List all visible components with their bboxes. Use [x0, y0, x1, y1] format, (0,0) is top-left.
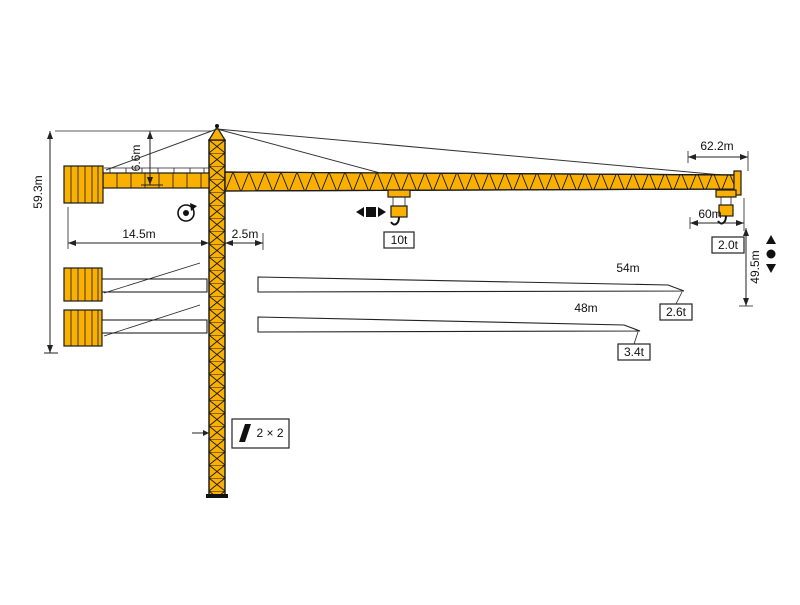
slewing-arrowhead: [190, 203, 197, 211]
counterweight-top: [63, 165, 104, 204]
dimension-min-radius: 2.5m: [225, 227, 264, 250]
arrowhead-bottom: [47, 345, 53, 353]
capacity-tip-60: 2.0t: [711, 236, 745, 254]
capacity-tip-54-label: 2.6t: [666, 305, 687, 319]
trolley-mid-frame: [387, 189, 411, 198]
hoist-up-arrow: [766, 235, 776, 244]
capacity-tip-48-label: 3.4t: [624, 345, 645, 359]
reeving-label: 2 × 2: [256, 426, 283, 440]
tower-base: [206, 494, 228, 498]
counterweight-block-b: [63, 309, 103, 347]
ballast-row-b: [63, 304, 208, 347]
tie-line-b: [103, 304, 201, 337]
trolley-mid: [387, 189, 411, 226]
counterweight-block-a: [63, 267, 103, 302]
railing-posts: [109, 168, 205, 173]
arrowhead-right: [740, 154, 748, 160]
counterjib: [102, 167, 210, 189]
slewing-center-dot: [183, 210, 189, 216]
tower-mast-lattice: [209, 140, 225, 497]
jib-48-bar: [257, 316, 641, 333]
hoist-icon: [766, 235, 776, 273]
slewing-icon: [177, 203, 197, 222]
reeving-box: [231, 418, 290, 449]
arrowhead-left: [690, 220, 698, 226]
hook-height-label: 49.5m: [748, 250, 762, 283]
dimension-max-jib: 62.2m: [687, 139, 749, 171]
dimension-counterjib: 14.5m: [67, 207, 209, 249]
jib-length-60-label: 60m: [698, 207, 721, 221]
counterweight-slabs-a: [70, 268, 99, 301]
pendant-lines: [105, 128, 734, 178]
dimension-hook-height: 49.5m: [739, 228, 762, 307]
arrowhead-bottom: [743, 298, 749, 306]
hoist-down-arrow: [766, 264, 776, 273]
tower-apex: [207, 125, 227, 141]
counterjib-bar-a: [101, 278, 208, 293]
trolley-right-arrow: [378, 207, 386, 217]
arrowhead-right: [736, 220, 744, 226]
counterweight-slabs-b: [70, 310, 99, 346]
ballast-row-a: [63, 262, 208, 302]
hook-mid: [390, 216, 400, 226]
capacity-max-label: 10t: [391, 233, 408, 247]
rope-reeving-icon: [239, 424, 251, 442]
capacity-box: [659, 303, 693, 321]
leader-line: [633, 331, 639, 345]
arrowhead-right: [201, 240, 209, 246]
pointer-arrowhead: [203, 430, 209, 436]
capacity-box: [711, 236, 745, 254]
counterjib-bar-b: [101, 319, 208, 334]
capacity-box: [383, 231, 415, 249]
hook-block-mid: [390, 205, 408, 218]
counterjib-lattice: [116, 173, 202, 188]
capacity-max: 10t: [383, 231, 415, 249]
hoist-ropes-mid: [392, 197, 406, 206]
crane-body: [63, 124, 742, 498]
jib-lattice: [225, 172, 740, 191]
hoist-dot: [766, 249, 776, 259]
apex-point: [215, 124, 219, 128]
jib-54-bar: [257, 276, 685, 293]
max-jib-length-label: 62.2m: [700, 139, 733, 153]
jib-tip-section: [733, 170, 742, 196]
arrowhead-left: [688, 154, 696, 160]
capacity-tip-60-label: 2.0t: [718, 238, 739, 252]
trolley-left-arrow: [356, 207, 364, 217]
leader-line: [675, 291, 683, 305]
dimension-head-height: 6.6m: [129, 131, 163, 186]
counterjib-length-label: 14.5m: [122, 227, 155, 241]
total-height-label: 59.3m: [31, 175, 45, 208]
dimension-jib-60: 60m: [689, 198, 745, 231]
arrowhead-right: [255, 240, 263, 246]
head-height-label: 6.6m: [129, 145, 143, 172]
capacity-box: [617, 343, 651, 361]
tower-mast: [206, 139, 228, 498]
hoist-ropes-tip: [720, 197, 732, 205]
counterweight-top-slabs: [70, 166, 99, 203]
counterweight-top-block: [63, 165, 104, 204]
trolley-travel-icon: [356, 207, 386, 217]
trolley-square: [366, 207, 376, 217]
arrowhead-bottom: [147, 177, 153, 185]
main-jib: [224, 170, 742, 196]
trolley-tip-frame: [715, 189, 737, 198]
tower-head: [207, 124, 227, 141]
min-radius-label: 2.5m: [232, 227, 259, 241]
arrowhead-top: [47, 131, 53, 139]
slewing-circle: [177, 204, 195, 222]
arrowhead-left: [68, 240, 76, 246]
arrowhead-top: [147, 131, 153, 139]
config-jib-48: 48m 3.4t: [257, 301, 651, 361]
config-jib-54: 54m 2.6t: [257, 261, 693, 321]
jib-length-54-label: 54m: [616, 261, 639, 275]
reeving-callout: 2 × 2: [192, 418, 290, 449]
dimension-total-height: 59.3m: [31, 130, 212, 354]
counterjib-beam: [102, 172, 210, 189]
tie-line-a: [103, 262, 201, 294]
arrowhead-top: [743, 228, 749, 236]
jib-length-48-label: 48m: [574, 301, 597, 315]
arrowhead-left: [225, 240, 233, 246]
